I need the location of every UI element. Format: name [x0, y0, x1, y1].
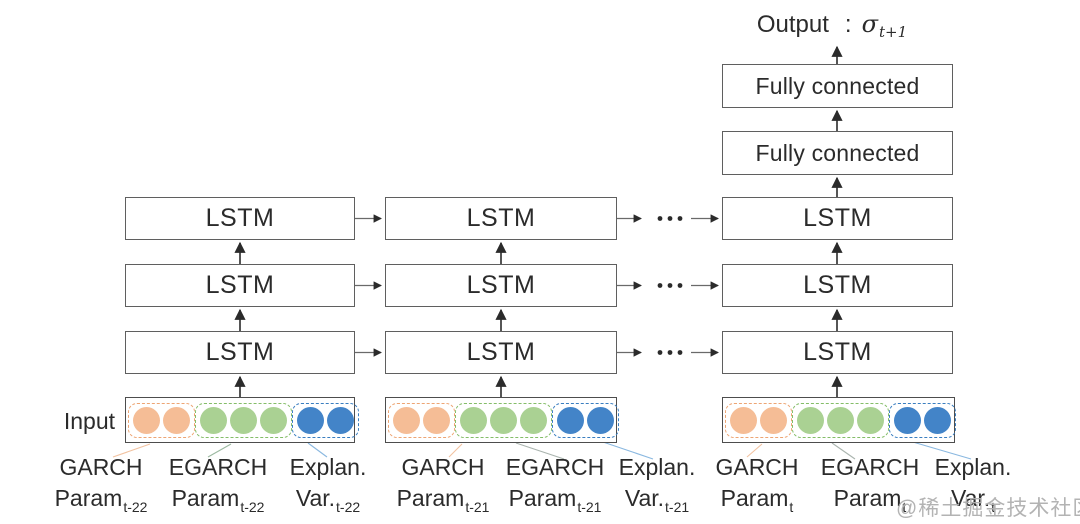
output-colon: :	[844, 11, 852, 38]
garch-param-group	[725, 402, 792, 438]
lstm-box-col1-row3: LSTM	[125, 331, 355, 374]
lstm-box-col1-row2: LSTM	[125, 264, 355, 307]
feature-label-garch-t22: GARCH Paramt-22	[54, 454, 148, 515]
explanatory-node-icon	[587, 406, 614, 434]
garch-node-icon	[760, 406, 787, 434]
garch-node-icon	[423, 406, 450, 434]
feature-label-egarch-t22: EGARCH Paramt-22	[168, 454, 268, 515]
lstm-box-col2-row2: LSTM	[385, 264, 617, 307]
egarch-node-icon	[260, 406, 287, 434]
output-sigma: σt+1	[861, 10, 908, 41]
input-box-col1	[125, 397, 359, 443]
lstm-box-col3-row3: LSTM	[722, 331, 953, 374]
lstm-box-col3-row1: LSTM	[722, 197, 953, 240]
lstm-box-col1-row1: LSTM	[125, 197, 355, 240]
garch-node-icon	[393, 406, 420, 434]
explanatory-node-icon	[894, 406, 921, 434]
egarch-node-icon	[520, 406, 547, 434]
egarch-node-icon	[827, 406, 854, 434]
egarch-param-group	[455, 402, 552, 438]
output-word: Output	[756, 11, 829, 38]
egarch-node-icon	[490, 406, 517, 434]
egarch-node-icon	[200, 406, 227, 434]
feature-label-garch-t21: GARCH Paramt-21	[396, 454, 490, 515]
fully-connected-box-bottom: Fully connected	[722, 131, 953, 175]
egarch-node-icon	[230, 406, 257, 434]
lstm-box-col2-row3: LSTM	[385, 331, 617, 374]
explanatory-node-icon	[327, 406, 354, 434]
feature-label-egarch-t: EGARCH Paramt	[820, 454, 920, 515]
garch-node-icon	[163, 406, 190, 434]
garch-node-icon	[133, 406, 160, 434]
egarch-param-group	[792, 402, 889, 438]
fully-connected-box-top: Fully connected	[722, 64, 953, 108]
output-sigma-subscript: t+1	[878, 23, 908, 41]
garch-param-group	[128, 402, 195, 438]
lstm-box-col2-row1: LSTM	[385, 197, 617, 240]
explanatory-var-group	[292, 402, 359, 438]
egarch-node-icon	[460, 406, 487, 434]
garch-node-icon	[730, 406, 757, 434]
explanatory-node-icon	[924, 406, 951, 434]
explanatory-var-group	[552, 402, 619, 438]
explanatory-var-group	[889, 402, 956, 438]
egarch-param-group	[195, 402, 292, 438]
garch-param-group	[388, 402, 455, 438]
feature-label-garch-t: GARCH Paramt	[715, 454, 799, 515]
feature-label-explan-t21: Explan. Var.t-21	[618, 454, 696, 515]
feature-label-explan-t: Explan. Var.t	[934, 454, 1012, 515]
output-label: Output : σt+1	[712, 10, 952, 42]
lstm-box-col3-row2: LSTM	[722, 264, 953, 307]
egarch-node-icon	[857, 406, 884, 434]
feature-label-explan-t22: Explan. Var.t-22	[289, 454, 367, 515]
input-box-col2	[385, 397, 619, 443]
input-box-col3	[722, 397, 956, 443]
feature-label-egarch-t21: EGARCH Paramt-21	[505, 454, 605, 515]
watermark: @稀土掘金技术社区	[896, 497, 1080, 520]
egarch-node-icon	[797, 406, 824, 434]
explanatory-node-icon	[297, 406, 324, 434]
input-label: Input	[63, 408, 115, 434]
explanatory-node-icon	[557, 406, 584, 434]
